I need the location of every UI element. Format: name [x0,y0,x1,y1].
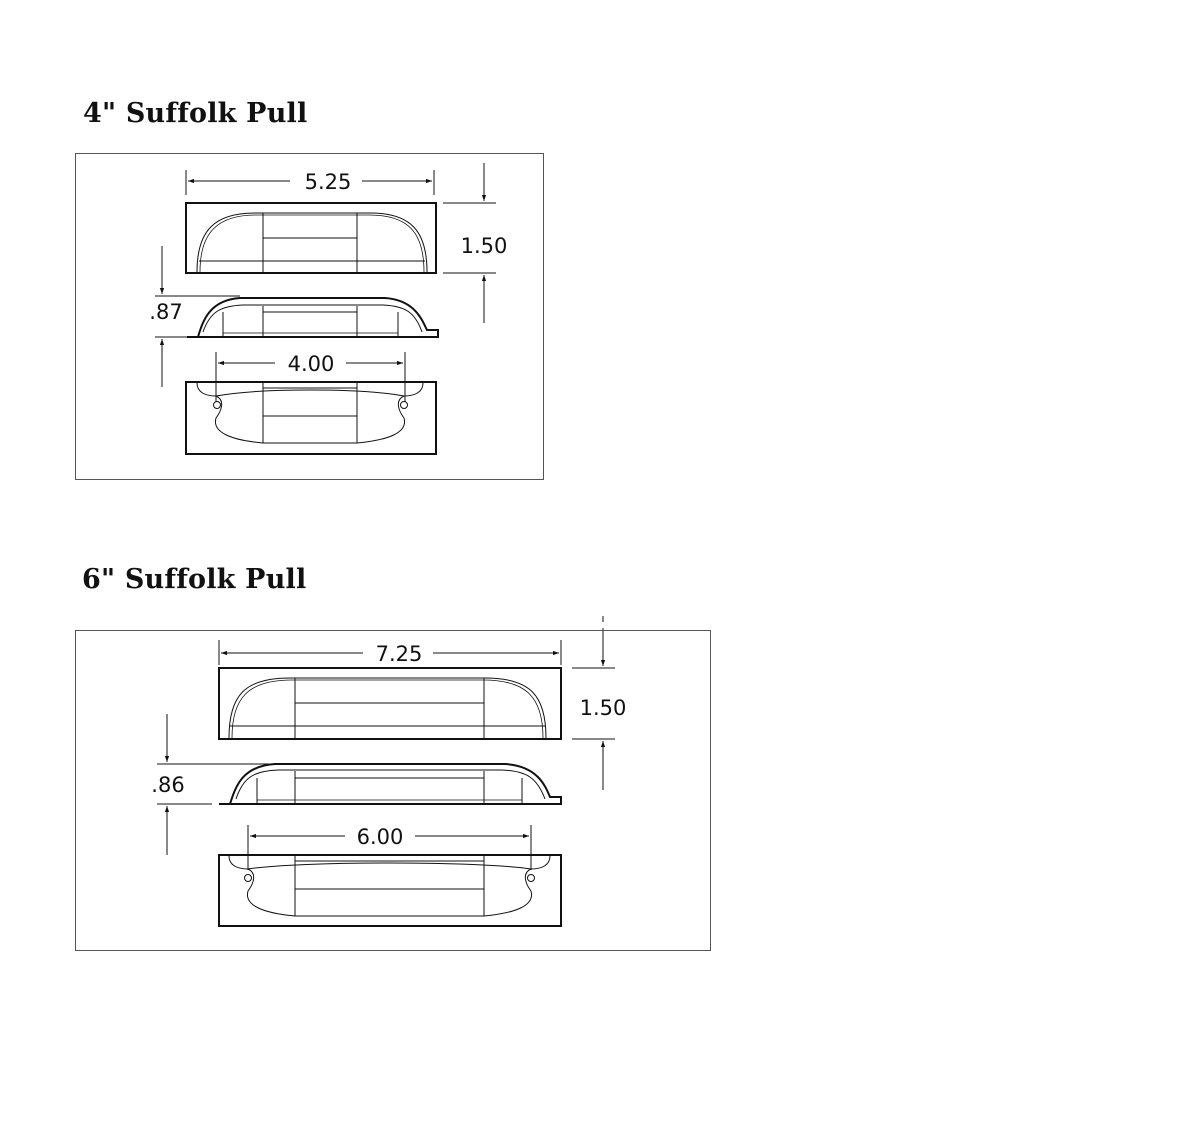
drawing-4in [155,163,496,455]
drawing-title-6in: 6" Suffolk Pull [82,564,307,595]
drawing-frame-4in [75,153,544,480]
drawing-title-4in: 4" Suffolk Pull [83,98,308,129]
dim-width-6in: 1.50 [580,696,627,720]
dim-hole-spacing-6in: 6.00 [357,825,404,849]
dim-overall-length-6in: 7.25 [376,642,423,666]
drawing-frame-6in [75,630,711,951]
dim-overall-length-4in: 5.25 [305,170,352,194]
dim-hole-spacing-4in: 4.00 [288,352,335,376]
drawing-6in [157,616,615,927]
dim-projection-4in: .87 [149,300,182,324]
dim-width-4in: 1.50 [461,234,508,258]
dim-projection-6in: .86 [151,773,184,797]
